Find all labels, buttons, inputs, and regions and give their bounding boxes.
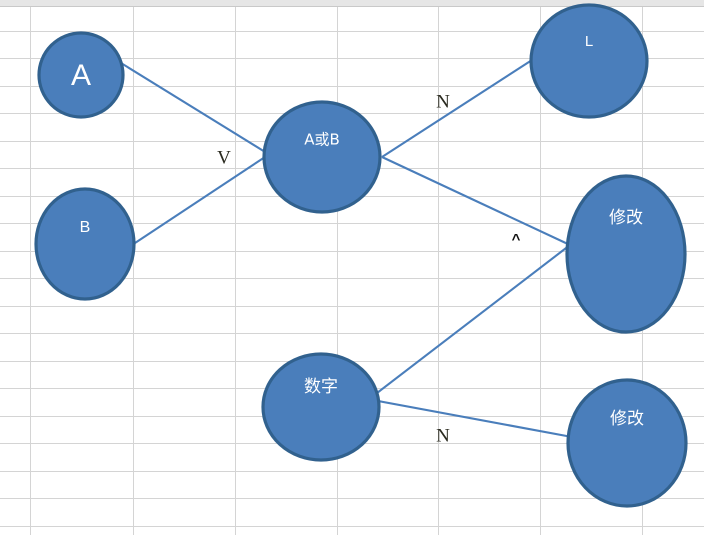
node-l[interactable] [529, 3, 649, 119]
edge-shuzi-mod1[interactable] [376, 244, 571, 394]
column-header-strip [0, 0, 704, 7]
edge-label-b-aorb: V [217, 147, 231, 168]
mark-caret-icon: ^ [512, 231, 521, 248]
node-b[interactable] [34, 187, 136, 301]
node-mod1[interactable] [565, 174, 687, 334]
node-label-mod1: 修改 [609, 208, 643, 228]
node-label-a: A [71, 59, 91, 92]
edge-shuzi-mod2[interactable] [377, 399, 573, 439]
node-label-aorb: A或B [304, 131, 340, 149]
node-a[interactable] [37, 31, 125, 119]
edge-a-aorb[interactable] [120, 62, 271, 156]
node-label-shuzi: 数字 [304, 377, 338, 397]
node-mod2[interactable] [566, 378, 688, 508]
edge-b-aorb[interactable] [131, 154, 269, 246]
node-aorb[interactable] [262, 100, 382, 214]
edge-label-shuzi-mod2: N [436, 425, 450, 446]
node-shuzi[interactable] [261, 352, 381, 462]
edge-aorb-l[interactable] [381, 59, 533, 158]
edge-label-aorb-l: N [436, 91, 450, 112]
node-label-b: B [80, 219, 91, 236]
node-label-l: L [585, 33, 593, 50]
edge-aorb-mod1[interactable] [381, 156, 571, 246]
node-label-mod2: 修改 [610, 409, 644, 429]
